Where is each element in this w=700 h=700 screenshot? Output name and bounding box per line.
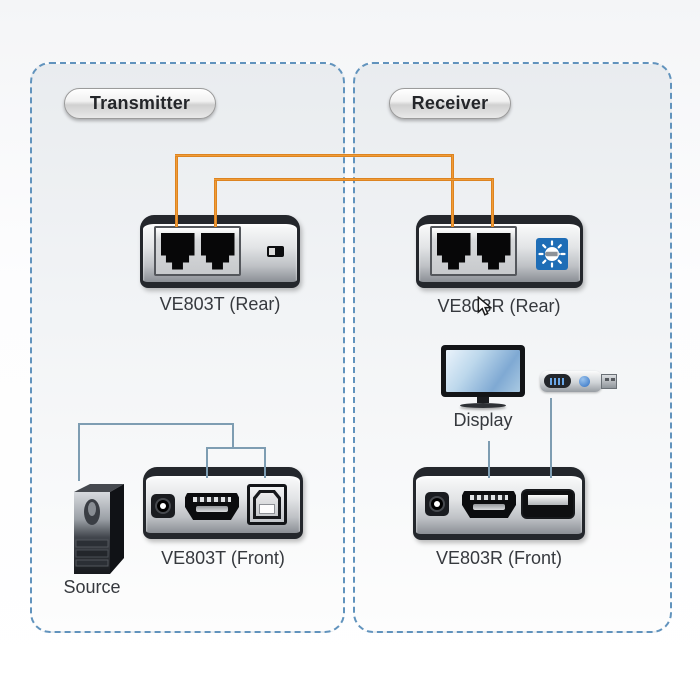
rj45-panel [154,226,241,276]
hdmi-pins [470,495,508,500]
display-wire-segment [488,441,490,478]
cat5-cable-1-segment [175,155,178,227]
receiver-badge-label: Receiver [411,93,489,113]
transmitter-badge: Transmitter [64,88,216,119]
monitor-screen [446,350,520,392]
usb-a-tongue [528,495,568,505]
hdmi-slot [473,504,505,510]
hdmi-port-icon [185,493,239,520]
power-jack-ring [155,498,171,514]
hdmi-pins [193,497,231,502]
power-jack-pin [434,501,440,507]
power-jack-icon [425,492,449,516]
ve803t-rear-device [140,215,300,288]
rj45-panel [430,226,517,276]
rj45-port-icon [200,232,235,270]
source-wire-segment [206,447,208,478]
rj45-port-icon [476,232,511,270]
source-wire-segment [78,423,80,481]
rj45-port-icon [436,232,471,270]
computer-tower-icon [58,482,128,581]
power-jack-icon [151,494,175,518]
usb-drive-screen [544,374,571,388]
ve803r-front-device [413,467,585,540]
cat5-cable-1-segment [175,154,454,157]
hdmi-body [185,493,239,520]
transmitter-badge-label: Transmitter [89,93,191,113]
mouse-pointer-icon [477,295,493,322]
usb-drive-wire-segment [550,398,552,478]
source-wire-segment [264,447,266,478]
hdmi-port-icon [462,491,516,518]
ve803r-rear-device [416,215,583,288]
power-jack-ring [429,496,445,512]
usb-b-slot [259,504,275,514]
usb-drive-signal-bars [550,378,565,385]
power-jack-pin [160,503,166,509]
cat5-cable-1-segment [451,155,454,227]
source-wire-segment [232,423,234,449]
video-adjust-icon [536,238,568,275]
source-wire-segment [206,447,266,449]
source-wire-segment [78,423,234,425]
usb-a-port-icon [523,491,573,517]
cat5-cable-2-segment [491,179,494,227]
ve803r-front-label: VE803R (Front) [435,548,563,568]
monitor-bezel [441,345,525,397]
usb-drive-button [579,376,590,387]
ve803t-rear-label: VE803T (Rear) [159,294,281,314]
hdmi-body [462,491,516,518]
receiver-badge: Receiver [389,88,511,119]
cat5-cable-2-segment [214,178,494,181]
rj45-port-icon [160,232,195,270]
monitor-base [460,403,506,408]
display-label: Display [453,410,513,430]
ve803t-front-device [143,467,303,539]
ve803r-rear-label: VE803R (Rear) [437,296,561,316]
display-monitor-icon [441,345,525,408]
hdmi-slot [196,506,228,512]
cat5-cable-2-segment [214,179,217,227]
slide-switch-icon [267,246,284,257]
usb-flash-drive-icon [540,371,617,392]
usb-connector-icon [601,374,617,389]
source-label: Source [63,577,121,597]
ve803t-front-label: VE803T (Front) [161,548,285,568]
usb-b-port-icon [247,484,287,525]
monitor-stand [477,397,489,403]
